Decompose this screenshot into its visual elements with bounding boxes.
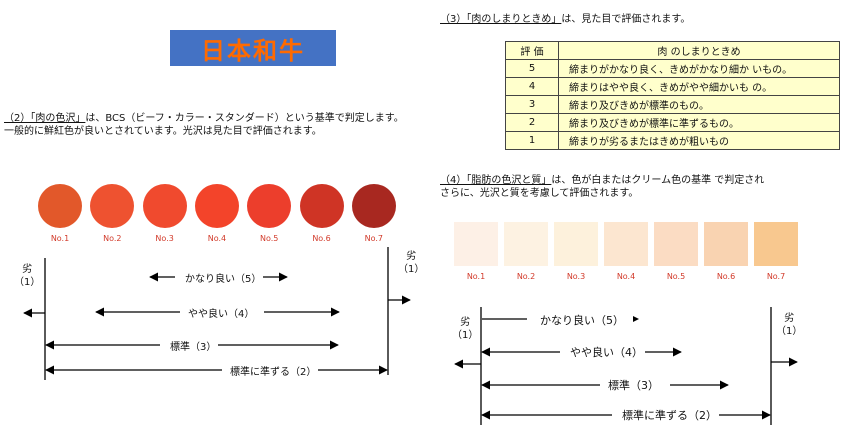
page-title: 日本和牛 [170, 30, 336, 66]
fat-color-sample-label: No.3 [566, 272, 586, 281]
fat-color-sample-swatch [704, 222, 748, 266]
fat-color-sample-label: No.6 [716, 272, 736, 281]
meat-color-sample-circle [351, 184, 396, 228]
meat-color-sample-circle [247, 184, 292, 228]
meat-right-side-label: 劣 （1） [398, 251, 425, 275]
meat-arrow-label-3: 標準（3） [168, 338, 219, 353]
meat-color-sample-label: No.5 [260, 234, 279, 243]
fat-left-side-label: 劣 （1） [452, 317, 479, 341]
firmness-heading: （3）「肉のしまりときめ」 [440, 14, 562, 25]
table-cell-description: 締まり及びきめが標準に準ずるもの。 [558, 113, 840, 132]
table-row: 1 締まりが劣るまたはきめが粗いもの [505, 131, 840, 150]
fat-description-line2: さらに、光沢と質を考慮して評価されます。 [440, 188, 639, 199]
table-cell-description: 締まりが劣るまたはきめが粗いもの [558, 131, 840, 150]
table-header-row: 評 価 肉 のしまりときめ [505, 41, 840, 60]
table-header-description: 肉 のしまりときめ [558, 41, 840, 60]
fat-color-sample-label: No.5 [666, 272, 686, 281]
meat-left-side-label: 劣 （1） [14, 264, 41, 288]
fat-color-sample-swatch [454, 222, 498, 266]
fat-arrow-5-right-head [633, 316, 639, 322]
meat-color-sample-label: No.4 [207, 234, 227, 243]
fat-color-sample-swatch [554, 222, 598, 266]
fat-heading-rest: は、色が白またはクリーム色の基準 で判定され [551, 175, 765, 186]
fat-color-sample-swatch [604, 222, 648, 266]
meat-color-sample-label: No.6 [312, 234, 331, 243]
fat-right-side-label: 劣 （1） [776, 313, 803, 337]
firmness-heading-line: （3）「肉のしまりときめ」は、見た目で評価されます。 [440, 13, 690, 26]
fat-arrow-label-4: やや良い（4） [568, 344, 645, 360]
firmness-heading-rest: は、見た目で評価されます。 [561, 14, 691, 25]
fat-arrow-label-2: 標準に準ずる（2） [620, 407, 719, 423]
meat-arrow-label-4: やや良い（4） [186, 305, 257, 320]
fat-color-sample-label: No.2 [516, 272, 536, 281]
meat-color-sample-circle [299, 184, 344, 228]
fat-heading: （4）「脂肪の色沢と質」 [440, 175, 552, 186]
table-cell-description: 締まり及びきめが標準のもの。 [558, 95, 840, 114]
color-heading-rest: は、BCS（ビーフ・カラー・スタンダード）という基準で判定します。 [85, 113, 404, 124]
color-description-line2: 一般的に鮮紅色が良いとされています。光沢は見た目で評価されます。 [4, 126, 322, 137]
fat-color-sample-label: No.4 [616, 272, 636, 281]
meat-arrow-label-2: 標準に準ずる（2） [228, 363, 319, 378]
fat-color-sample-swatch [654, 222, 698, 266]
meat-color-sample-circle [142, 184, 187, 228]
table-cell-grade: 4 [505, 77, 559, 96]
fat-color-sample-label: No.7 [766, 272, 786, 281]
meat-arrow-label-5: かなり良い（5） [183, 270, 264, 285]
table-header-grade: 評 価 [505, 41, 559, 60]
fat-description-line1: （4）「脂肪の色沢と質」は、色が白またはクリーム色の基準 で判定され [440, 174, 764, 187]
fat-arrow-label-3: 標準（3） [606, 377, 661, 393]
meat-color-sample-label: No.2 [103, 234, 122, 243]
fat-color-sample-swatch [754, 222, 798, 266]
firmness-grade-table: 評 価 肉 のしまりときめ 5 締まりがかなり良く、きめがかなり細か いもの。 … [505, 41, 840, 150]
fat-color-sample-label: No.1 [466, 272, 486, 281]
meat-color-sample-label: No.7 [364, 234, 383, 243]
table-cell-description: 締まりがかなり良く、きめがかなり細か いもの。 [558, 59, 840, 78]
meat-color-sample-label: No.1 [50, 234, 70, 243]
meat-color-sample-circle [38, 184, 82, 228]
table-row: 2 締まり及びきめが標準に準ずるもの。 [505, 113, 840, 132]
fat-color-sample-swatch [504, 222, 548, 266]
fat-arrow-label-5: かなり良い（5） [538, 312, 626, 328]
color-heading: （2）「肉の色沢」 [4, 113, 86, 124]
meat-color-sample-circle [194, 184, 239, 228]
meat-color-sample-circle [90, 184, 135, 228]
meat-color-sample-label: No.3 [155, 234, 174, 243]
table-cell-grade: 1 [505, 131, 559, 150]
color-description-line1: （2）「肉の色沢」は、BCS（ビーフ・カラー・スタンダード）という基準で判定しま… [4, 112, 404, 125]
table-row: 3 締まり及びきめが標準のもの。 [505, 95, 840, 114]
